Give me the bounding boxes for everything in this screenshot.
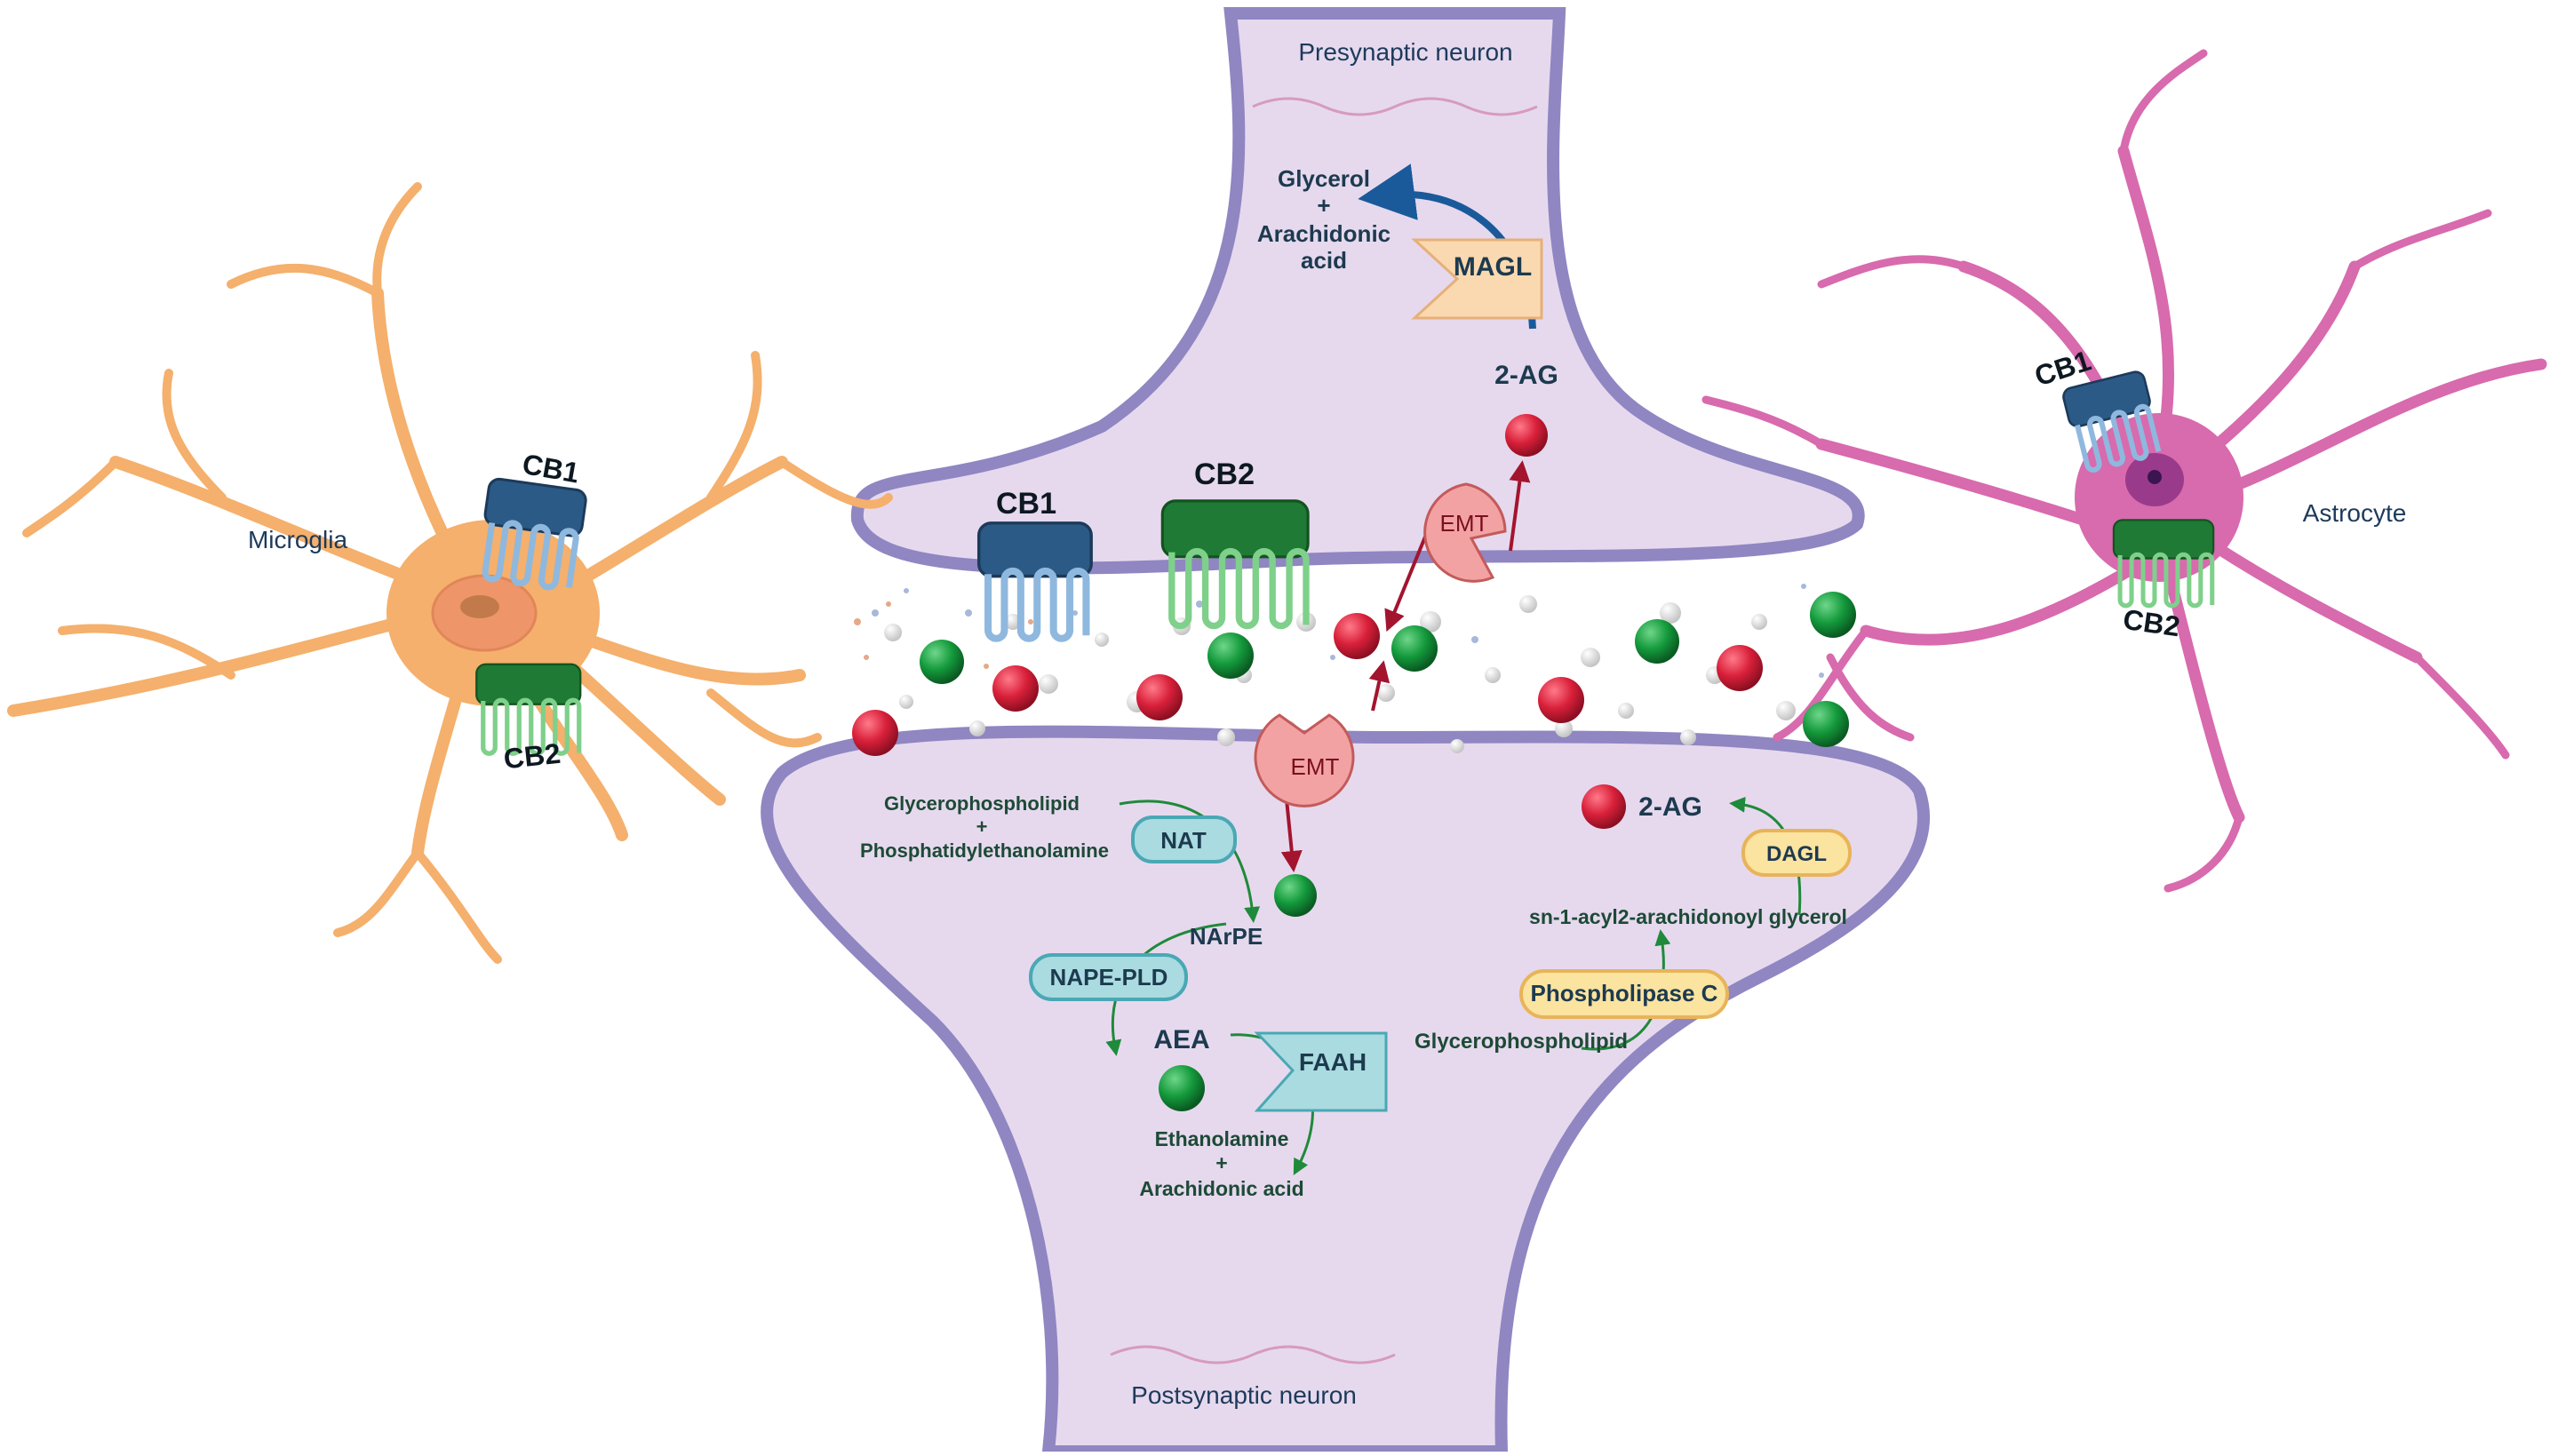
postsynaptic-wave xyxy=(1110,1345,1396,1365)
microglia-cell xyxy=(7,182,893,964)
phosphatidylethanolamine-label: Phosphatidylethanolamine xyxy=(860,839,1109,862)
astrocyte-label: Astrocyte xyxy=(2303,499,2407,527)
magl-enzyme-icon xyxy=(1411,238,1543,320)
napepld-enzyme-icon xyxy=(1029,953,1188,1001)
postsynaptic-label: Postsynaptic neuron xyxy=(1131,1381,1357,1409)
microglia-cb2-label: CB2 xyxy=(502,737,562,775)
aea-molecule-postsynaptic-2 xyxy=(1159,1065,1205,1111)
napepld-label: NAPE-PLD xyxy=(1050,964,1168,991)
presynaptic-cb1-receptor-icon xyxy=(979,523,1092,639)
magl-label: MAGL xyxy=(1454,252,1532,282)
microglia-label: Microglia xyxy=(248,526,347,553)
2ag-molecule-postsynaptic xyxy=(1582,784,1626,829)
plc-enzyme-icon xyxy=(1519,969,1729,1019)
aea-molecule-postsynaptic-1 xyxy=(1274,874,1317,917)
emt-bottom-arrow-up xyxy=(1368,660,1391,712)
dagl-label: DAGL xyxy=(1766,842,1827,866)
emt-top-label: EMT xyxy=(1440,510,1489,537)
2ag-molecule-icon xyxy=(1505,414,1548,457)
nat-label: NAT xyxy=(1160,827,1207,854)
presynaptic-label: Presynaptic neuron xyxy=(1298,38,1512,66)
narpe-label: NArPE xyxy=(1190,923,1263,950)
glycerophospholipid-label-1: Glycerophospholipid xyxy=(884,792,1080,815)
arachidonic-label-top: Arachidonic xyxy=(1257,220,1391,247)
astrocyte-cb2-label: CB2 xyxy=(2121,603,2181,643)
gpl-plus: + xyxy=(976,816,988,838)
ethanolamine-plus: + xyxy=(1215,1151,1227,1174)
faah-enzyme-icon xyxy=(1254,1031,1388,1112)
emt-top-transporter-icon xyxy=(1423,482,1507,583)
emt-bottom-arrow-down xyxy=(1280,799,1303,872)
acid-label-top: acid xyxy=(1301,247,1347,274)
faah-label: FAAH xyxy=(1299,1048,1367,1076)
sn1-label: sn-1-acyl2-arachidonoyl glycerol xyxy=(1529,905,1847,928)
presynaptic-cb1-label: CB1 xyxy=(996,487,1056,521)
arachidonic-acid-label-bottom: Arachidonic acid xyxy=(1139,1177,1303,1200)
presynaptic-wave xyxy=(1252,97,1538,116)
2ag-top-label: 2-AG xyxy=(1494,361,1558,390)
presynaptic-neuron xyxy=(850,7,1865,575)
plc-label: Phospholipase C xyxy=(1531,980,1718,1006)
ethanolamine-label: Ethanolamine xyxy=(1155,1127,1289,1150)
2ag-postsynaptic-label: 2-AG xyxy=(1638,792,1702,822)
cleft-aea-molecules xyxy=(920,592,1856,747)
nat-enzyme-icon xyxy=(1131,816,1237,863)
glycerol-plus: + xyxy=(1317,192,1330,219)
presynaptic-cb2-label: CB2 xyxy=(1194,457,1255,491)
emt-top-arrow-up xyxy=(1509,460,1531,552)
glycerol-label: Glycerol xyxy=(1278,165,1370,192)
emt-bottom-transporter-icon xyxy=(1254,713,1355,808)
cleft-2ag-molecules xyxy=(852,613,1763,756)
glycerophospholipid-label-2: Glycerophospholipid xyxy=(1414,1030,1628,1054)
aea-label: AEA xyxy=(1153,1025,1209,1054)
cleft-dots-orange xyxy=(854,601,1033,669)
emt-bottom-label: EMT xyxy=(1291,753,1340,780)
dagl-enzyme-icon xyxy=(1741,829,1852,877)
